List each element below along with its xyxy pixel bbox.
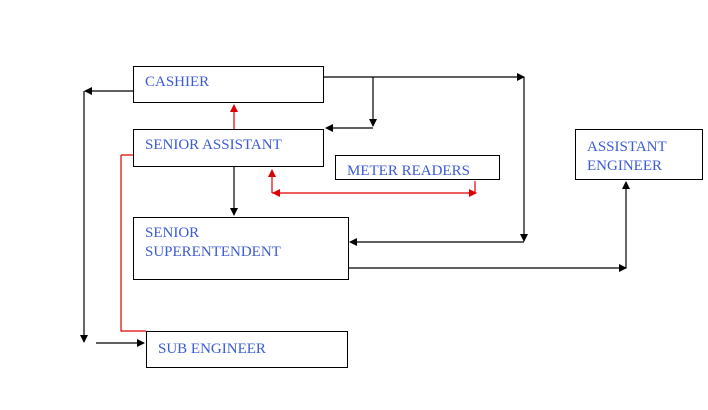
senior-superintendent-box: SENIOR SUPERENTENDENT bbox=[133, 217, 349, 280]
sub-engineer-label: SUB ENGINEER bbox=[158, 341, 266, 357]
assistant-engineer-box: ASSISTANT ENGINEER bbox=[575, 129, 703, 180]
black-connectors bbox=[80, 73, 630, 347]
senior-superintendent-label: SENIOR SUPERENTENDENT bbox=[145, 225, 281, 260]
sub-engineer-box: SUB ENGINEER bbox=[146, 331, 348, 368]
meter-readers-box: METER READERS bbox=[335, 155, 500, 180]
cashier-label: CASHIER bbox=[145, 74, 210, 90]
connector-sub-engineer-left bbox=[120, 155, 146, 332]
assistant-engineer-label: ASSISTANT ENGINEER bbox=[587, 139, 667, 174]
senior-assistant-label: SENIOR ASSISTANT bbox=[145, 137, 282, 153]
meter-readers-label: METER READERS bbox=[347, 163, 470, 179]
cashier-box: CASHIER bbox=[133, 66, 324, 103]
senior-assistant-box: SENIOR ASSISTANT bbox=[133, 129, 324, 167]
